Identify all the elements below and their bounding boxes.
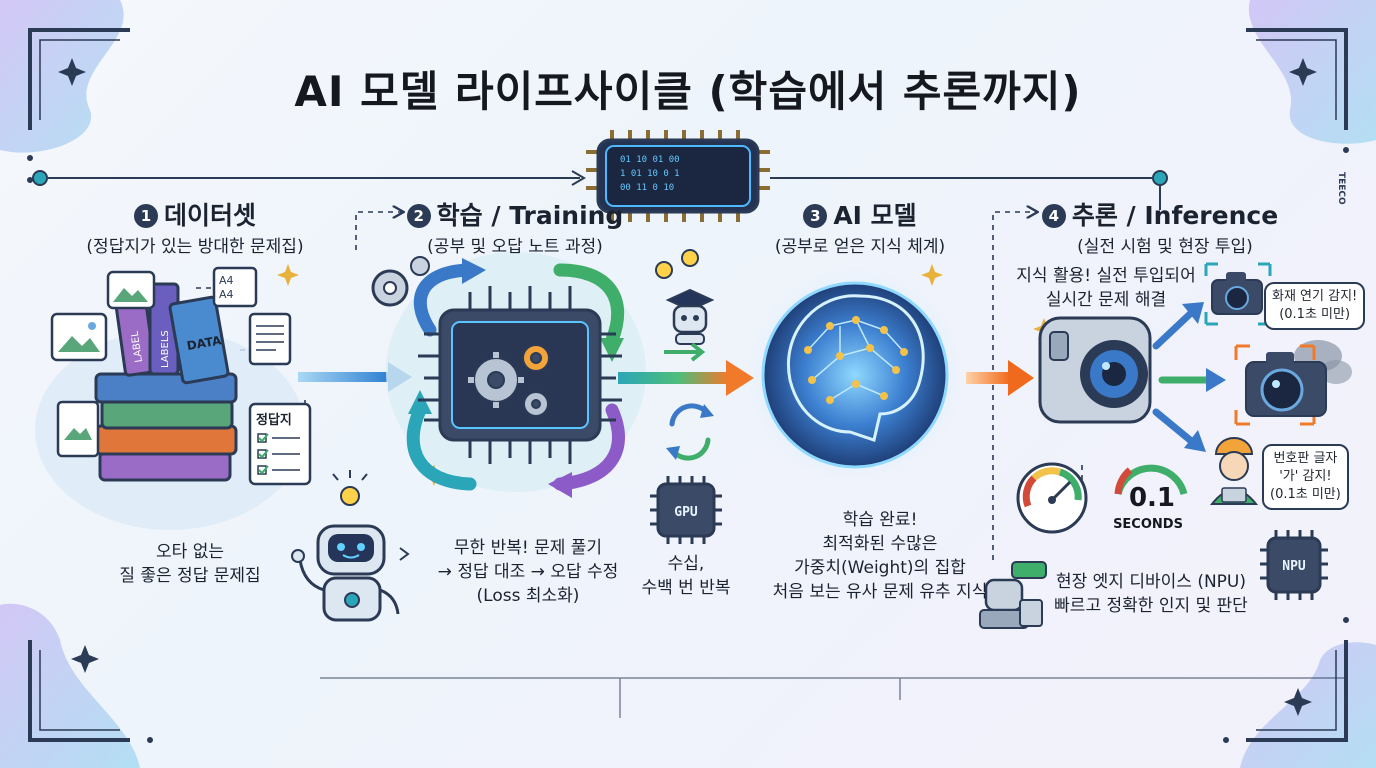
training-caption: 무한 반복! 문제 풀기 → 정답 대조 → 오답 수정 (Loss 최소화)	[418, 536, 638, 608]
caption-line: 학습 완료!	[842, 510, 918, 530]
dataset-caption: 오타 없는 질 좋은 정답 문제집	[60, 540, 320, 588]
arrow-training-to-model	[618, 360, 754, 396]
answer-sheet-label: 정답지	[256, 412, 292, 428]
inference-fan-arrows	[1152, 310, 1212, 444]
step-1-title-text: 데이터셋	[163, 201, 256, 230]
fire-detect-camera-icon	[1204, 262, 1272, 326]
caption-line: 처음 보는 유사 문제 유추 지식	[772, 582, 988, 602]
bubble-line: (0.1초 미만)	[1279, 307, 1351, 322]
fire-detect-bubble: 화재 연기 감지! (0.1초 미만)	[1264, 282, 1366, 330]
bubble-line: '가' 감지!	[1279, 469, 1332, 484]
presenter-robot-icon	[979, 561, 1047, 629]
edge-camera-icon	[1038, 316, 1152, 424]
step-1-number-badge: 1	[133, 204, 158, 228]
frame-dots	[27, 147, 1349, 743]
step-2-subtitle: (공부 및 오답 노트 과정)	[427, 237, 603, 257]
refresh-icon-head	[666, 404, 714, 460]
step-1-subtitle: (정답지가 있는 방대한 문제집)	[86, 237, 304, 257]
model-caption: 학습 완료! 최적화된 수많은 가중치(Weight)의 집합 처음 보는 유사…	[760, 508, 1000, 604]
speed-unit: SECONDS	[1113, 517, 1183, 532]
step-4-title-text: 추론 / Inference	[1071, 201, 1279, 230]
label-book-label: LABEL	[130, 330, 145, 363]
gpu-chip-icon: GPU	[650, 476, 722, 544]
caption-line: 무한 반복! 문제 풀기	[453, 538, 603, 558]
caption-line: 최적화된 수많은	[822, 534, 938, 554]
speedometer-gauge-icon	[1016, 462, 1088, 534]
worker-icon	[1209, 437, 1259, 505]
ai-model-brain-icon	[747, 267, 963, 483]
caption-line: 가중치(Weight)의 집합	[794, 558, 966, 578]
step-3-number-badge: 3	[803, 204, 828, 228]
inference-bottom-caption: 현장 엣지 디바이스 (NPU) 빠르고 정확한 인지 및 판단	[1044, 570, 1258, 618]
svg-text:01 10 01 00: 01 10 01 00	[620, 155, 680, 165]
speed-arc-icon-warn	[1114, 467, 1133, 495]
bubble-line: (0.1초 미만)	[1270, 487, 1341, 502]
step-2-number-badge: 2	[406, 204, 431, 228]
step-3-title-text: AI 모델	[833, 201, 917, 230]
page-title: AI 모델 라이프사이클 (학습에서 추론까지)	[294, 67, 1082, 116]
brand-mark: TEECO	[1336, 172, 1346, 205]
labels-book-label: LABELS	[160, 330, 171, 368]
npu-label: NPU	[1282, 559, 1306, 574]
caption-line: 오타 없는	[156, 542, 224, 562]
arrow-model-to-inference	[966, 360, 1034, 396]
svg-text:1 01 10 0 1: 1 01 10 0 1	[620, 169, 680, 179]
dataset-illustration: DATA LABEL LABELS A4 A4 정답지	[35, 266, 312, 530]
a4-sheet-label: A4	[219, 274, 234, 287]
double-arrow-icon	[664, 342, 706, 362]
top-chip-icon: 01 10 01 00 1 01 10 0 1 00 11 0 10	[586, 130, 770, 222]
training-illustration	[371, 252, 646, 498]
robot-mascot-icon	[291, 470, 400, 622]
bubble-line: 번호판 글자	[1273, 451, 1338, 466]
caption-line: 수백 번 반복	[641, 578, 731, 598]
caption-line: 질 좋은 정답 문제집	[119, 566, 261, 586]
fan-arrow-heads	[1182, 302, 1226, 452]
npu-chip-icon: NPU	[1260, 530, 1328, 600]
corner-blob-bottom-right	[1240, 642, 1376, 768]
frame-corners	[28, 28, 1348, 742]
inference-top-caption: 지식 활용! 실전 투입되어 실시간 문제 해결	[1006, 264, 1206, 312]
bottom-circuit-line	[320, 640, 1347, 718]
graduate-robot-icon	[655, 249, 715, 345]
corner-blob-bottom-left	[0, 603, 140, 768]
smoke-camera-icon	[1234, 340, 1352, 426]
top-flow-line	[32, 170, 1168, 210]
sparkle-icons	[58, 58, 1317, 716]
svg-text:00 11 0 10: 00 11 0 10	[620, 183, 674, 193]
gpu-label: GPU	[674, 505, 698, 520]
a4-sheet-label: A4	[219, 288, 234, 301]
caret-right-icon	[399, 547, 410, 561]
caption-line: 지식 활용! 실전 투입되어	[1016, 266, 1196, 286]
caption-line: 실시간 문제 해결	[1045, 290, 1167, 310]
caption-line: → 정답 대조 → 오답 수정	[437, 562, 619, 582]
gpu-caption: 수십, 수백 번 반복	[626, 552, 746, 600]
step-2-title-text: 학습 / Training	[436, 201, 624, 230]
data-book-label: DATA	[186, 333, 223, 353]
caption-line: 빠르고 정확한 인지 및 판단	[1054, 596, 1248, 616]
caption-line: 현장 엣지 디바이스 (NPU)	[1055, 572, 1246, 592]
speed-value: 0.1	[1129, 483, 1175, 513]
caption-line: (Loss 최소화)	[476, 586, 580, 606]
bubble-line: 화재 연기 감지!	[1272, 289, 1358, 304]
step-4-subtitle: (실전 시험 및 현장 투입)	[1077, 237, 1253, 257]
step-3-subtitle: (공부로 얻은 지식 체계)	[774, 237, 946, 257]
caption-line: 수십,	[667, 554, 705, 574]
step-4-number-badge: 4	[1041, 204, 1066, 228]
plate-detect-bubble: 번호판 글자 '가' 감지! (0.1초 미만)	[1262, 444, 1349, 510]
